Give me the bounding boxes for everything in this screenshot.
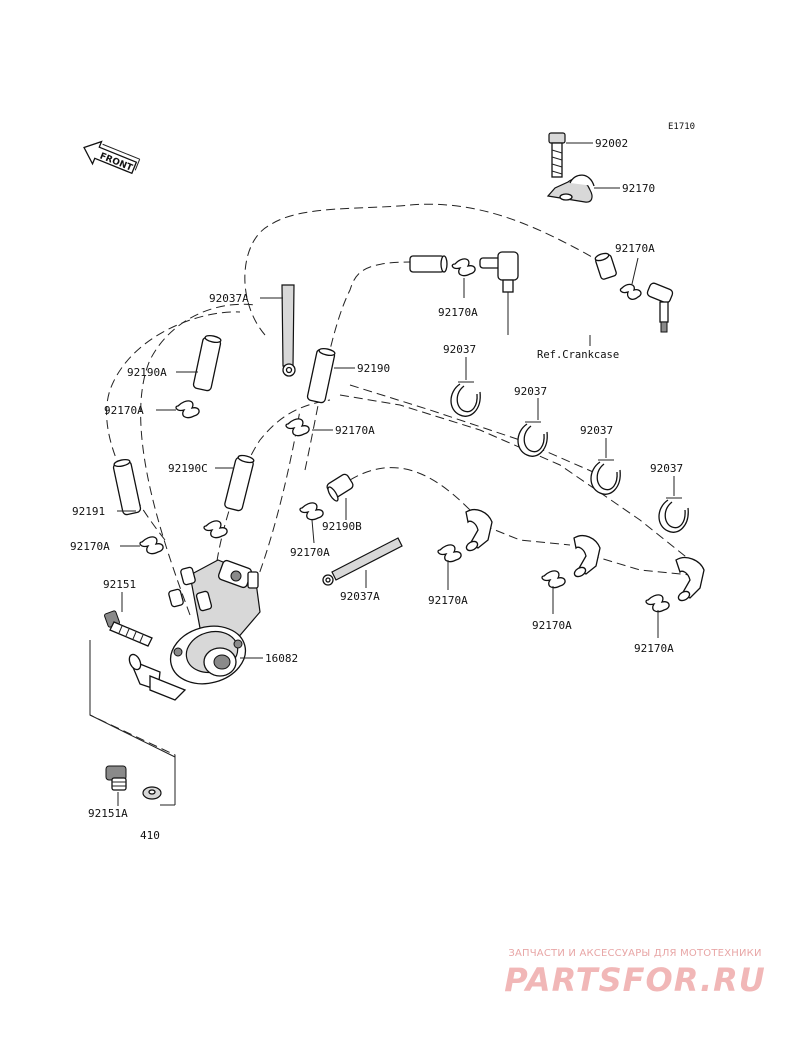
clip-near-pump-1 — [203, 520, 228, 539]
clip-92170A-upper-mid — [451, 258, 476, 277]
washer — [142, 786, 162, 800]
hose-92191 — [112, 458, 142, 516]
clip-92170A-upper-right — [619, 283, 642, 300]
hose-92190 — [306, 347, 336, 404]
label-92002: 92002 — [595, 137, 628, 150]
label-92037A-lower: 92037A — [340, 590, 380, 603]
clamp-92037A-lower — [322, 537, 403, 586]
clip-near-pump-2 — [299, 502, 324, 521]
label-92170A-lower-left: 92170A — [70, 540, 110, 553]
assembly-number: 410 — [140, 829, 160, 842]
label-92170A-left: 92170A — [104, 404, 144, 417]
clamp-92037-2 — [517, 421, 548, 457]
label-92037-3: 92037 — [580, 424, 613, 437]
hose-92190B — [326, 473, 354, 502]
label-92170A-lower-center: 92170A — [290, 546, 330, 559]
clip-92170A-line2 — [541, 570, 566, 589]
clip-92170A-line1 — [437, 544, 462, 563]
elbow-hose-2 — [573, 534, 601, 578]
crankcase-fitting — [479, 251, 519, 293]
label-92170A-line1: 92170A — [428, 594, 468, 607]
label-92170A-upper-mid: 92170A — [438, 306, 478, 319]
label-92170A-line2: 92170A — [532, 619, 572, 632]
label-92037-1: 92037 — [443, 343, 476, 356]
label-92170A-upper-right: 92170A — [615, 242, 655, 255]
label-92151: 92151 — [103, 578, 136, 591]
hose-end-upper-right — [594, 252, 617, 280]
label-92190A: 92190A — [127, 366, 167, 379]
watermark-logo: PARTSFOR.RU — [504, 961, 766, 999]
clip-92170A-center — [285, 418, 310, 437]
label-92037-2: 92037 — [514, 385, 547, 398]
label-92170A-center: 92170A — [335, 424, 375, 437]
hose-92190C — [224, 454, 255, 512]
watermark-subtitle: ЗАПЧАСТИ И АКСЕССУАРЫ ДЛЯ МОТОТЕХНИКИ — [508, 948, 762, 959]
label-92190: 92190 — [357, 362, 390, 375]
bolt-92151A — [105, 765, 127, 791]
hose-92190A — [192, 334, 222, 392]
clamp-92037-1 — [450, 381, 481, 417]
label-92170A-line3: 92170A — [634, 642, 674, 655]
clamp-92037-4 — [658, 497, 689, 533]
label-16082: 16082 — [265, 652, 298, 665]
label-92151A: 92151A — [88, 807, 128, 820]
clip-92170A-lower-left — [139, 536, 164, 555]
clamp-92037A-upper — [281, 284, 296, 377]
label-92170-top: 92170 — [622, 182, 655, 195]
clamp-92037-3 — [590, 459, 621, 495]
watermark: ЗАПЧАСТИ И АКСЕССУАРЫ ДЛЯ МОТОТЕХНИКИ PA… — [480, 948, 790, 999]
elbow-hose-3 — [675, 556, 705, 602]
diagram-code: E1710 — [668, 122, 695, 132]
reference-note: Ref.Crankcase — [537, 349, 619, 361]
clamp-92170 — [546, 174, 595, 203]
bolt-92002 — [548, 132, 566, 178]
label-92191: 92191 — [72, 505, 105, 518]
bolt-92151 — [104, 610, 153, 647]
clip-92170A-left — [175, 400, 200, 419]
label-92037A-upper: 92037A — [209, 292, 249, 305]
label-92037-4: 92037 — [650, 462, 683, 475]
oil-pump-16082 — [128, 559, 261, 701]
label-92190C: 92190C — [168, 462, 208, 475]
elbow-hose-1 — [465, 508, 493, 552]
hose-end-upper-mid — [409, 255, 448, 273]
elbow-fitting-right — [646, 282, 674, 333]
label-92190B: 92190B — [322, 520, 362, 533]
clip-92170A-line3 — [645, 594, 670, 613]
front-arrow-icon: FRONT — [83, 140, 141, 175]
